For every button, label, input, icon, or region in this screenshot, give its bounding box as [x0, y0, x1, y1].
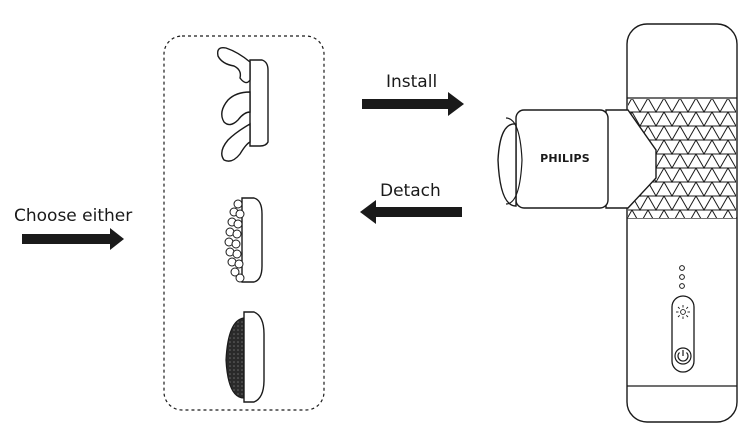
textured-ball-head-attachment [224, 197, 263, 283]
contoured-head-attachment [216, 46, 269, 162]
arrow-right-icon [362, 92, 464, 116]
power-icon[interactable] [674, 347, 692, 365]
bristle-head-attachment [225, 311, 265, 403]
light-icon[interactable] [676, 305, 690, 319]
brand-logo: PHILIPS [540, 152, 590, 165]
indicator-dots [679, 265, 685, 289]
arrow-left-icon [360, 200, 462, 224]
choose-either-label: Choose either [14, 206, 133, 226]
install-label: Install [386, 72, 438, 92]
choose-arrow-icon [22, 228, 124, 250]
detach-label: Detach [380, 181, 441, 201]
attachments-box [163, 35, 325, 411]
massage-device [497, 23, 738, 423]
